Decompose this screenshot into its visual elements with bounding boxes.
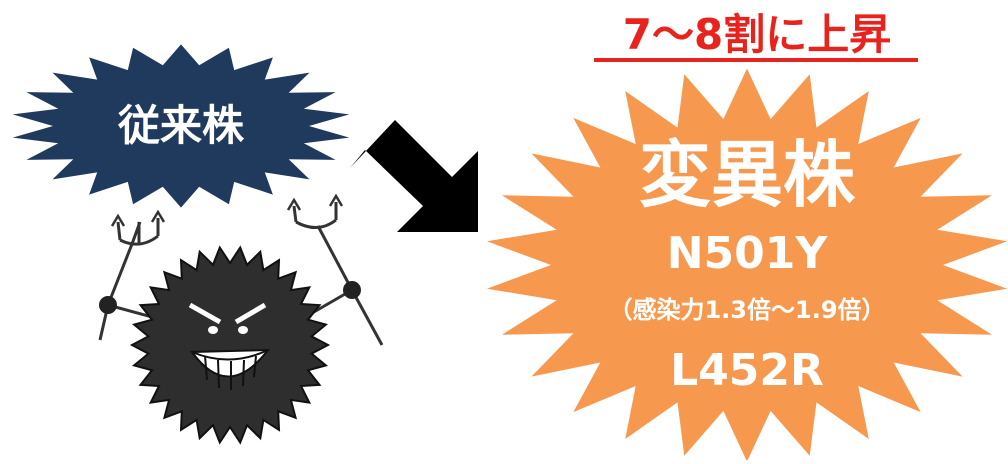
new-strain-title: 変異株	[639, 133, 856, 217]
new-strain-badge: 変異株 N501Y （感染力1.3倍～1.9倍） L452R	[486, 68, 1008, 462]
virus-body	[129, 245, 331, 445]
infectivity-note: （感染力1.3倍～1.9倍）	[608, 296, 885, 324]
new-strain-burst-shape	[486, 68, 1008, 462]
old-strain-badge: 従来株	[12, 44, 350, 208]
variant-primary-label: N501Y	[667, 228, 829, 279]
old-strain-burst-shape	[12, 44, 350, 208]
headline: 7～8割に上昇	[594, 10, 918, 62]
headline-text: 7～8割に上昇	[623, 10, 891, 59]
angry-virus-character-icon	[98, 193, 384, 445]
variant-secondary-label: L452R	[670, 345, 824, 396]
arrow-right-icon	[350, 120, 478, 232]
old-strain-label: 従来株	[117, 101, 245, 150]
headline-underline	[594, 58, 918, 62]
